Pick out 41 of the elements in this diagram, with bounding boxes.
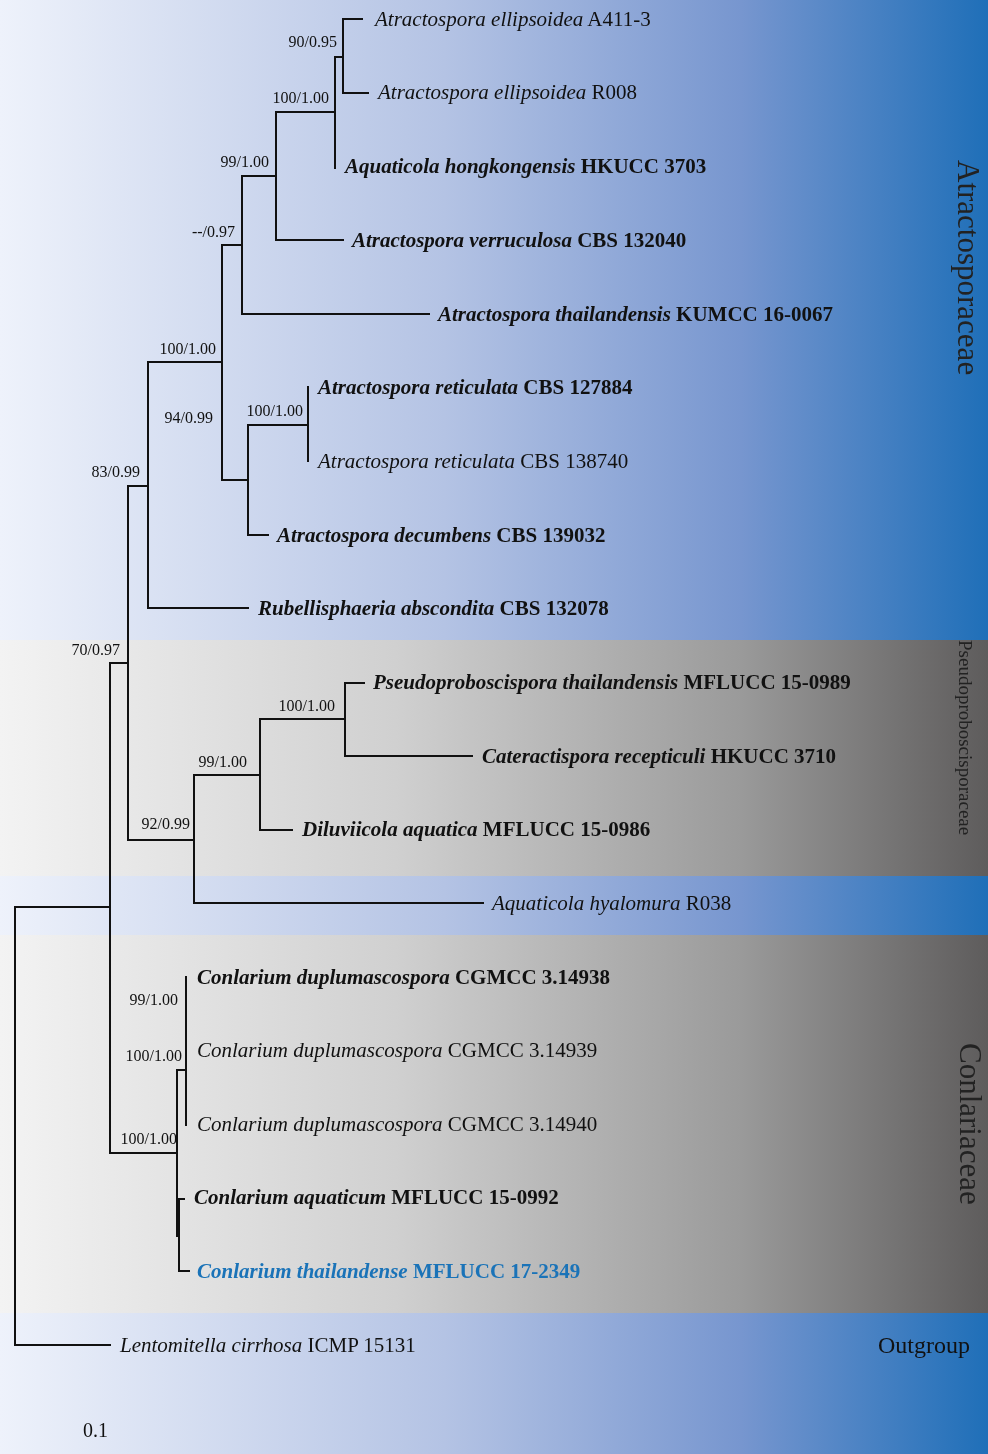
support-value: 99/1.00 [220,153,269,171]
support-value: 100/1.00 [278,697,335,715]
support-value: 94/0.99 [164,409,213,427]
clade-name: Pseudoproboscisporaceae [956,640,975,836]
taxon-label: Conlarium duplumascospora CGMCC 3.14939 [197,1038,598,1062]
support-value: 100/1.00 [246,402,303,420]
taxon-label: Rubellisphaeria abscondita CBS 132078 [258,596,609,620]
taxon-label: Lentomitella cirrhosa ICMP 15131 [120,1333,416,1357]
taxon-label: Conlarium aquaticum MFLUCC 15-0992 [194,1185,559,1209]
taxon-label: Conlarium duplumascospora CGMCC 3.14938 [197,965,611,989]
support-value: 100/1.00 [125,1047,182,1065]
taxon-label: Diluviicola aquatica MFLUCC 15-0986 [302,817,651,841]
scale-value: 0.1 [83,1418,108,1442]
support-value: 90/0.95 [288,33,337,51]
taxon-label: Pseudoproboscispora thailandensis MFLUCC 15-0989 [373,670,851,694]
clade-name: Outgroup [878,1330,970,1360]
support-value: --/0.97 [191,223,235,241]
taxon-label: Aquaticola hongkongensis HKUCC 3703 [345,154,707,178]
support-value: 99/1.00 [129,991,178,1009]
taxon-label: Atractospora decumbens CBS 139032 [277,523,606,547]
clade-band [0,935,988,1313]
taxon-label: Atractospora ellipsoidea A411-3 [375,7,651,31]
taxon-label: Conlarium duplumascospora CGMCC 3.14940 [197,1112,598,1136]
taxon-label: Aquaticola hyalomura R038 [492,891,732,915]
clade-name: Conlariaceae [955,1043,986,1205]
support-value: 70/0.97 [71,641,120,659]
support-value: 99/1.00 [198,753,247,771]
support-value: 83/0.99 [91,463,140,481]
support-value: 100/1.00 [159,340,216,358]
support-value: 100/1.00 [272,89,329,107]
taxon-label: Atractospora reticulata CBS 127884 [318,375,633,399]
support-value: 92/0.99 [141,815,190,833]
support-value: 100/1.00 [120,1130,177,1148]
taxon-label: Atractospora verruculosa CBS 132040 [352,228,687,252]
taxon-label: Conlarium thailandense MFLUCC 17-2349 [197,1259,581,1283]
taxon-label: Atractospora thailandensis KUMCC 16-0067 [438,302,833,326]
taxon-label: Cateractispora recepticuli HKUCC 3710 [482,744,837,768]
clade-name: Atractosporaceae [953,160,984,376]
taxon-label: Atractospora reticulata CBS 138740 [318,449,629,473]
taxon-label: Atractospora ellipsoidea R008 [378,80,637,104]
clade-band [0,640,988,876]
